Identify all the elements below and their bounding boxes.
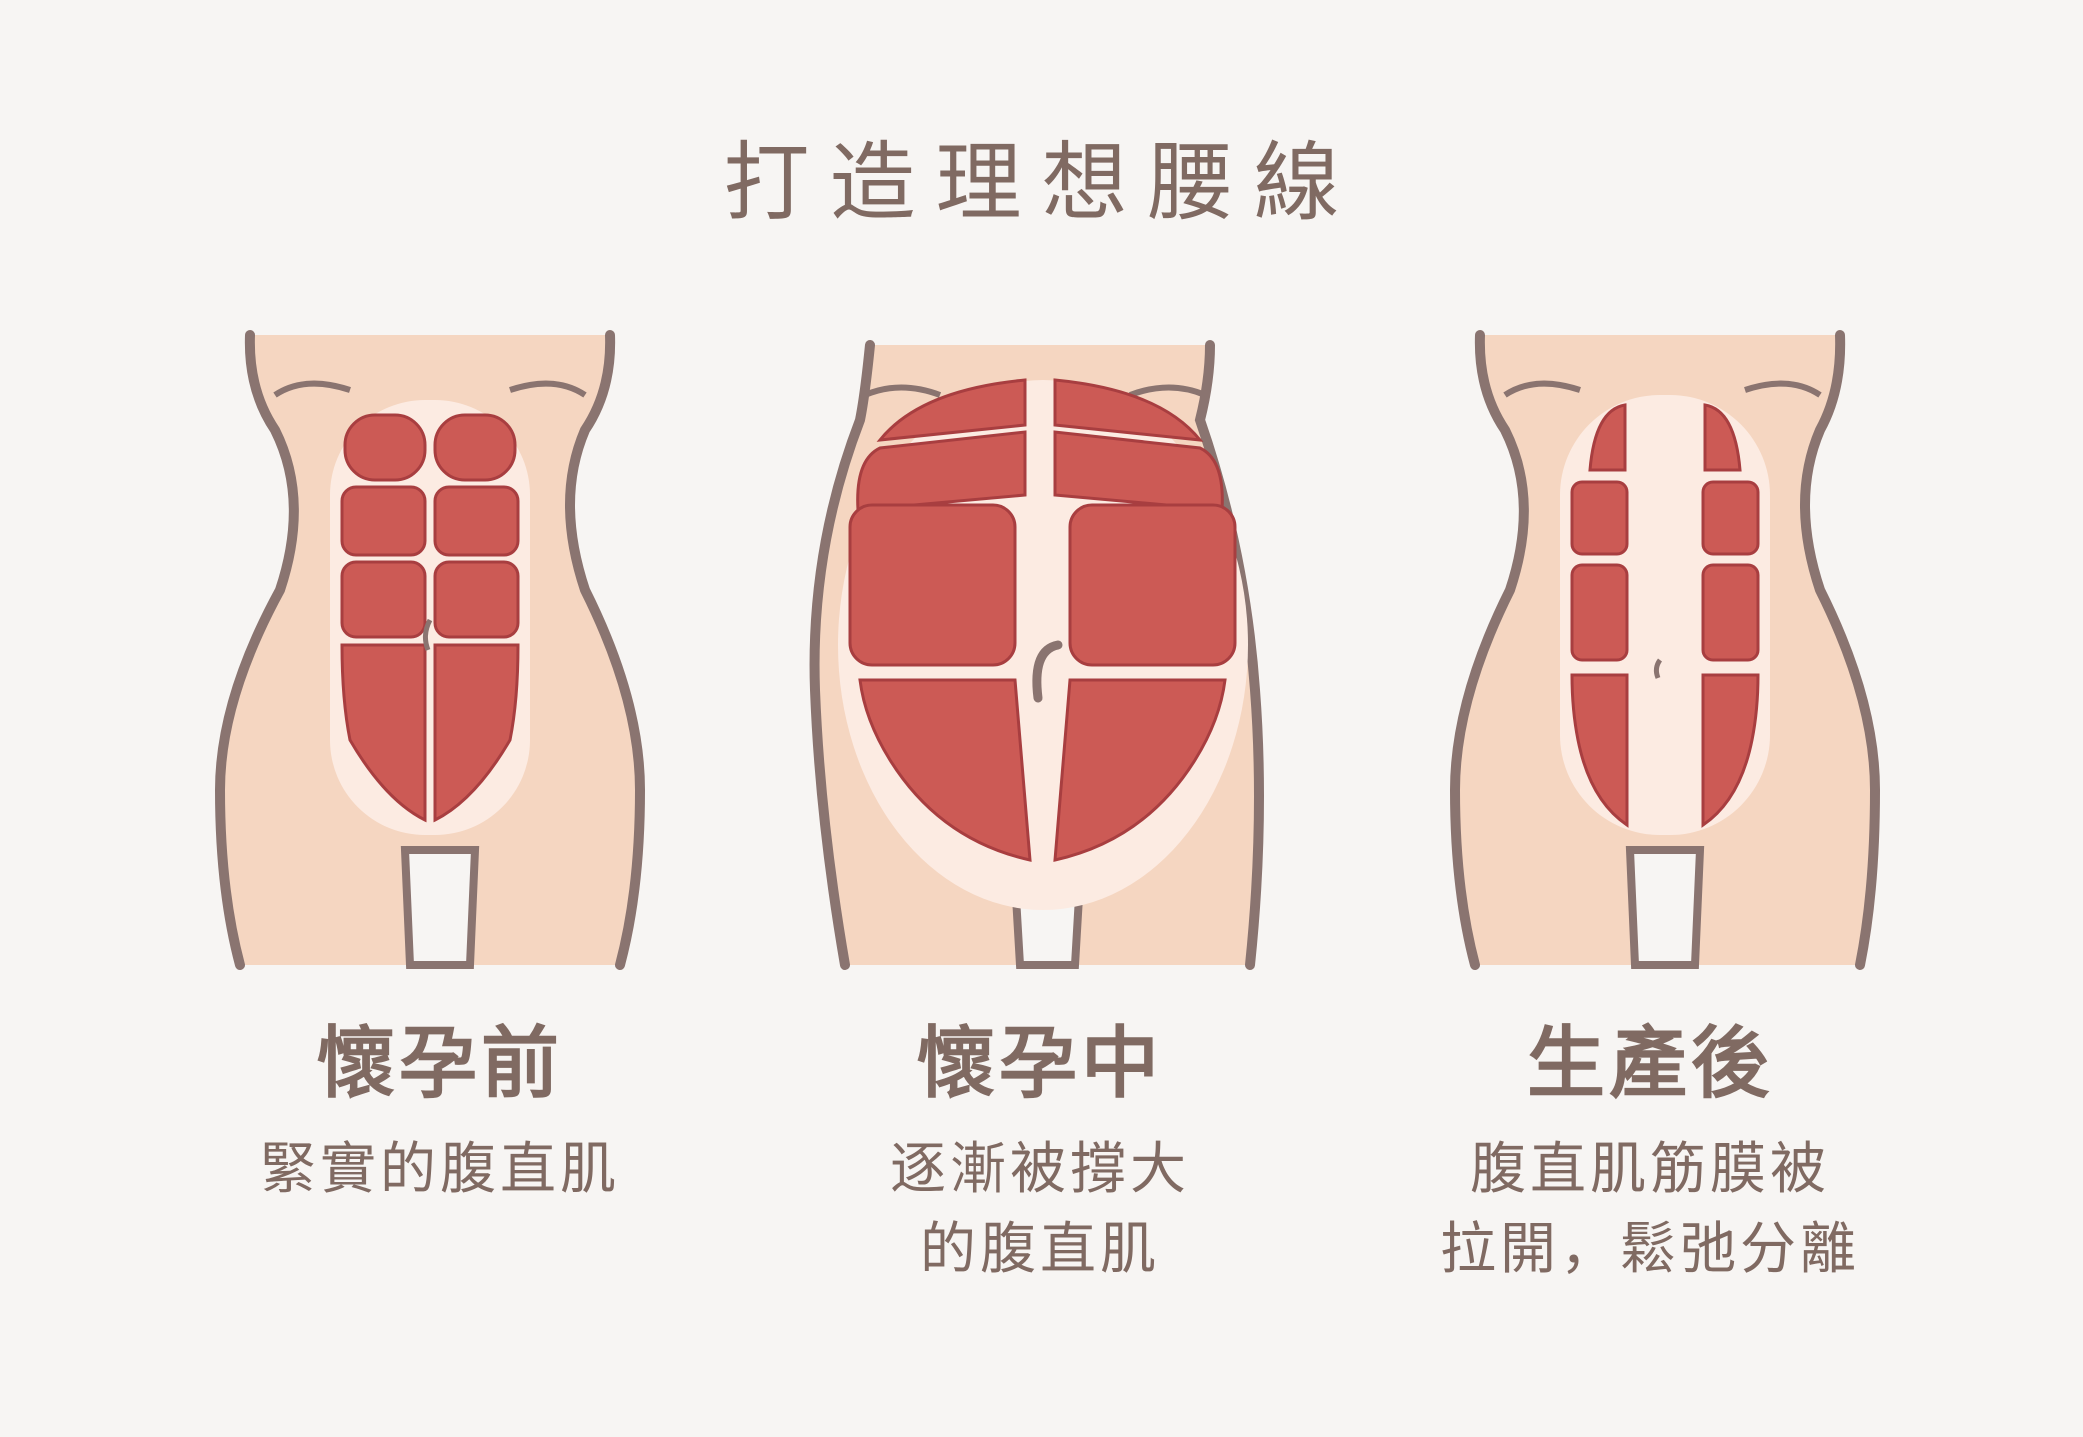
leg-gap — [400, 846, 480, 969]
stage-description: 緊實的腹直肌 — [160, 1130, 720, 1210]
navel — [1032, 640, 1063, 703]
description-line: 拉開，鬆弛分離 — [1440, 1217, 1860, 1282]
torso-right-outline — [1800, 330, 1881, 970]
stage-description: 逐漸被撐大 的腹直肌 — [760, 1130, 1320, 1290]
stage-before-pregnancy: 懷孕前 緊實的腹直肌 — [200, 320, 680, 1320]
stage-description: 腹直肌筋膜被 拉開，鬆弛分離 — [1370, 1130, 1930, 1290]
description-line: 緊實的腹直肌 — [260, 1137, 620, 1202]
description-line: 的腹直肌 — [920, 1217, 1160, 1282]
torso-before-illustration — [214, 330, 646, 970]
torso-left-outline — [1449, 330, 1529, 970]
stage-during-pregnancy: 懷孕中 逐漸被撐大 的腹直肌 — [800, 320, 1280, 1320]
page-title: 打造理想腰線 — [723, 133, 1360, 233]
rectus-abdominis-muscles — [848, 378, 1237, 862]
stage-label: 懷孕中 — [916, 1019, 1163, 1109]
chest-right-line — [1744, 380, 1822, 398]
torso-left-outline — [809, 340, 875, 970]
navel — [422, 618, 433, 651]
navel — [1653, 658, 1663, 679]
description-line: 腹直肌筋膜被 — [1470, 1137, 1830, 1202]
chest-right-line — [509, 380, 587, 398]
chest-right-line — [1128, 384, 1207, 398]
torso-right-outline — [1194, 340, 1264, 970]
torso-left-outline — [214, 330, 299, 970]
rectus-abdominis-muscles — [340, 413, 520, 823]
torso-during-illustration — [809, 340, 1264, 970]
chest-left-line — [1503, 380, 1581, 398]
description-line: 逐漸被撐大 — [890, 1137, 1190, 1202]
stage-after-birth: 生產後 腹直肌筋膜被 拉開，鬆弛分離 — [1410, 320, 1890, 1320]
torso-after-illustration — [1449, 330, 1881, 970]
stage-label: 懷孕前 — [316, 1019, 563, 1109]
leg-gap — [1625, 846, 1705, 969]
chest-left-line — [273, 380, 351, 398]
stage-label: 生產後 — [1526, 1019, 1773, 1109]
rectus-abdominis-muscles — [1570, 403, 1760, 828]
chest-left-line — [863, 384, 942, 398]
torso-right-outline — [565, 330, 646, 970]
